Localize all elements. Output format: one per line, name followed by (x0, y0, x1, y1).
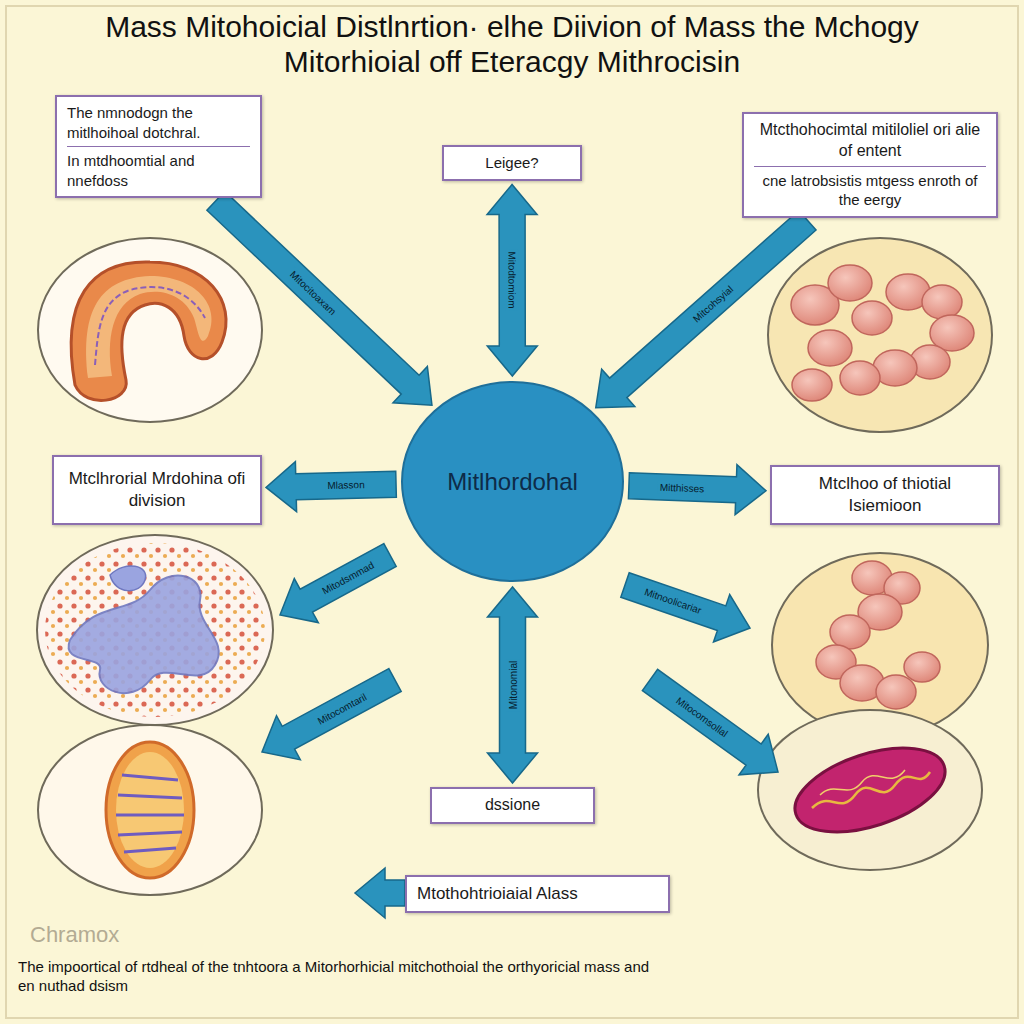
text-box: Mtcthohocimtal mitiloliel ori alie of en… (742, 112, 998, 218)
box-body: In mtdhoomtial and nnefdoss (67, 151, 250, 190)
arrow-label: Mlasson (325, 478, 367, 492)
center-circle: Mitlhordohal (400, 380, 625, 583)
text-box: Mtclhrorial Mrdohina ofi division (52, 455, 262, 525)
text-box: Mtothohtrioiaial Alass (405, 875, 670, 913)
decorative-arrows (262, 544, 778, 918)
arrow-label: Mitthisses (658, 480, 707, 495)
box-heading: Mtcthohocimtal mitiloliel ori alie of en… (754, 120, 986, 167)
block-arrow (266, 462, 396, 512)
box-heading: Mitlhordohal (447, 466, 578, 497)
arrow-label: Mitodtomiom (506, 250, 519, 311)
text-box: Leigee? (442, 145, 582, 181)
box-heading: Mtclhrorial Mrdohina ofi division (64, 468, 250, 512)
cell-cluster-illustration (768, 238, 992, 432)
box-heading: Mtothohtrioiaial Alass (417, 883, 658, 905)
organelle-illustration (38, 725, 262, 895)
mitochondrion-illustration (38, 238, 262, 422)
box-heading: Leigee? (454, 153, 570, 173)
arrow (280, 544, 396, 623)
block-arrow (487, 185, 537, 377)
box-heading: Mtclhoo of thiotial Isiemioon (782, 473, 988, 517)
circle-fill (402, 382, 623, 581)
arrow (642, 669, 778, 774)
text-box: dssione (430, 787, 595, 824)
block-arrow (628, 465, 766, 515)
arrow-label: Mitonomial (506, 659, 519, 711)
page-frame (6, 6, 1018, 1018)
block-arrow (488, 587, 538, 783)
arrow (262, 669, 401, 760)
diagram-caption: The impoortical of rtdheal of the tnhtoo… (18, 958, 658, 996)
box-heading: dssione (442, 795, 583, 816)
box-heading: The nmnodogn the mitlhoihoal dotchral. (67, 103, 250, 147)
mitochondrial-network-illustration (37, 535, 273, 725)
text-box: Mtclhoo of thiotial Isiemioon (770, 465, 1000, 525)
diagram-title: Mass Mitohoicial Distlnrtion· elhe Diivi… (40, 10, 984, 79)
arrow (621, 573, 750, 642)
watermark: Chramox (30, 922, 119, 948)
block-arrow (207, 191, 432, 405)
text-box: The nmnodogn the mitlhoihoal dotchral. In… (55, 95, 262, 198)
mitochondrion-illustration (758, 710, 982, 870)
block-arrow (596, 211, 816, 408)
arrow (355, 868, 405, 918)
box-body: cne latrobsistis mtgess enroth of the ee… (754, 171, 986, 210)
